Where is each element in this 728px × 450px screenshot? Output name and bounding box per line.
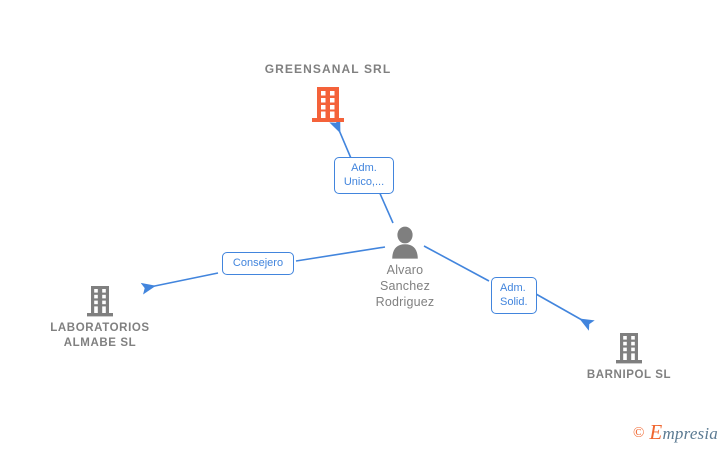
brand-initial: E [649,420,663,444]
person-icon [305,226,505,259]
brand-wordmark: Empresia [649,422,718,443]
node-alvaro-sanchez-rodriguez[interactable]: Alvaro Sanchez Rodriguez [305,226,505,310]
node-label-barnipol: BARNIPOL SL [586,369,672,381]
edge-label-consejero[interactable]: Consejero [222,252,294,275]
brand-rest: mpresia [662,424,718,443]
empresia-watermark: © Empresia [633,422,718,443]
building-icon [228,85,428,123]
copyright-icon: © [633,424,645,441]
node-laboratorios-almabe-sl[interactable]: LABORATORIOS ALMABE SL [0,285,200,351]
building-icon [529,332,728,364]
node-label-alvaro: Alvaro Sanchez Rodriguez [375,263,435,309]
node-greensanal-srl[interactable]: GREENSANAL SRL [228,62,428,123]
node-label-greensanal: GREENSANAL SRL [264,62,392,76]
node-label-almabe: LABORATORIOS ALMABE SL [50,322,150,349]
node-barnipol-sl[interactable]: BARNIPOL SL [529,332,728,383]
edge-label-adm-unico[interactable]: Adm. Unico,... [334,157,394,194]
building-icon [0,285,200,317]
edge-label-adm-solid[interactable]: Adm. Solid. [491,277,537,314]
